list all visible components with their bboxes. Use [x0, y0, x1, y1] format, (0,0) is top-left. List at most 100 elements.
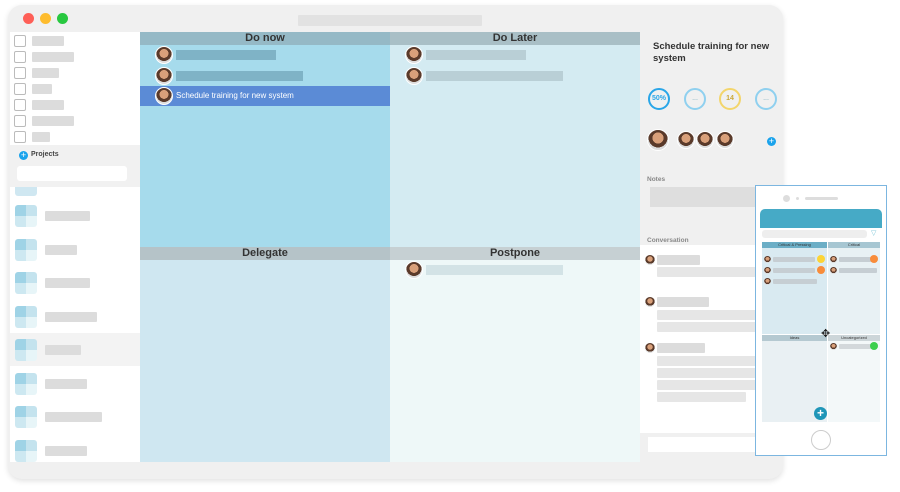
sidebar-nav-item[interactable] — [14, 130, 124, 146]
message-text — [657, 267, 777, 277]
avatar — [830, 267, 837, 274]
close-window-button[interactable] — [23, 13, 34, 24]
project-item[interactable] — [10, 266, 140, 299]
task-title-placeholder — [426, 265, 563, 275]
speaker-icon — [805, 197, 838, 200]
add-task-icon[interactable]: + — [814, 407, 827, 420]
task-placeholder — [839, 268, 877, 273]
member-avatar — [716, 131, 734, 149]
avatar — [764, 256, 771, 263]
task-row[interactable] — [140, 45, 390, 65]
add-member-icon[interactable]: + — [767, 136, 776, 146]
move-icon[interactable]: ✥ — [821, 328, 831, 340]
mobile-quadrant-header: Critical & Pressing — [762, 242, 827, 248]
avatar — [155, 46, 173, 64]
sidebar-nav-item[interactable] — [14, 34, 124, 50]
avatar — [155, 87, 173, 105]
nav-label — [32, 52, 74, 62]
project-item[interactable] — [10, 233, 140, 266]
quadrant-header: Do now — [140, 32, 390, 45]
task-placeholder — [773, 279, 817, 284]
minimize-window-button[interactable] — [40, 13, 51, 24]
project-icon — [15, 272, 37, 294]
message-text — [657, 368, 777, 378]
project-name-placeholder — [45, 378, 87, 389]
camera-icon — [783, 195, 790, 202]
priority-dot — [870, 342, 878, 350]
task-row-selected[interactable]: Schedule training for new system — [140, 86, 390, 106]
task-row[interactable] — [390, 66, 640, 86]
list-icon — [14, 51, 26, 63]
mobile-search[interactable] — [762, 230, 867, 238]
project-icon — [15, 406, 37, 428]
project-icon — [15, 439, 37, 462]
message-input[interactable] — [648, 437, 768, 452]
zoom-window-button[interactable] — [57, 13, 68, 24]
task-row[interactable] — [390, 260, 640, 280]
project-item[interactable] — [10, 333, 140, 366]
project-item[interactable] — [10, 400, 140, 433]
avatar — [764, 278, 771, 285]
task-row[interactable] — [390, 45, 640, 65]
quadrant-header: Delegate — [140, 247, 390, 260]
avatar — [405, 261, 423, 279]
mobile-quadrant-header: Ideas — [762, 335, 827, 341]
filter-icon[interactable]: ▽ — [871, 230, 877, 237]
task-row[interactable] — [140, 66, 390, 86]
progress-stat[interactable]: 50% — [648, 88, 670, 110]
avatar — [830, 256, 837, 263]
stat-circle[interactable]: ... — [684, 88, 706, 110]
projects-section: + Projects — [10, 145, 140, 187]
priority-dot — [870, 255, 878, 263]
sidebar-nav-item[interactable] — [14, 114, 124, 130]
sidebar-nav-item[interactable] — [14, 98, 124, 114]
conversation-label: Conversation — [647, 237, 689, 244]
task-title-placeholder — [426, 71, 563, 81]
quadrant-postpone: Postpone — [390, 247, 640, 462]
project-name-placeholder — [45, 345, 81, 355]
project-item[interactable] — [10, 434, 140, 467]
priority-dot — [817, 266, 825, 274]
project-icon — [15, 238, 37, 261]
add-project-icon[interactable]: + — [19, 150, 28, 160]
calendar-icon — [14, 99, 26, 111]
message-author — [657, 297, 709, 307]
task-title-placeholder — [426, 50, 526, 60]
avatar — [644, 254, 656, 266]
sensor-icon — [796, 197, 799, 200]
home-button[interactable] — [811, 430, 831, 450]
project-item[interactable] — [10, 300, 140, 333]
avatar — [764, 267, 771, 274]
project-item[interactable] — [10, 367, 140, 400]
project-icon — [15, 205, 37, 227]
quadrant-do-now: Do now Schedule training for new system — [140, 32, 390, 247]
message-author — [657, 255, 700, 265]
quadrant-header: Postpone — [390, 247, 640, 260]
sidebar-nav-item[interactable] — [14, 82, 124, 98]
sidebar-nav-item[interactable] — [14, 50, 124, 66]
task-title-placeholder — [176, 50, 276, 60]
task-detail-title: Schedule training for new system — [653, 41, 770, 64]
message-text — [657, 392, 746, 402]
sidebar-nav-item[interactable] — [14, 66, 124, 82]
notes-field[interactable] — [650, 187, 760, 207]
project-item[interactable] — [10, 199, 140, 232]
quadrant-header: Do Later — [390, 32, 640, 45]
owner-avatar — [647, 129, 669, 151]
message-author — [657, 343, 705, 353]
project-name-placeholder — [45, 211, 90, 221]
project-search-input[interactable] — [17, 166, 127, 181]
nav-label — [32, 84, 52, 94]
days-stat[interactable]: 14 — [719, 88, 741, 110]
download-icon — [14, 35, 26, 47]
chart-icon — [14, 83, 26, 95]
nav-label — [32, 100, 64, 110]
nav-label — [32, 36, 64, 46]
stat-circle[interactable]: ... — [755, 88, 777, 110]
project-icon — [15, 339, 37, 361]
project-icon — [15, 372, 37, 395]
avatar — [155, 67, 173, 85]
sidebar: + Projects — [10, 32, 140, 462]
task-title-placeholder — [176, 71, 303, 81]
avatar — [405, 46, 423, 64]
